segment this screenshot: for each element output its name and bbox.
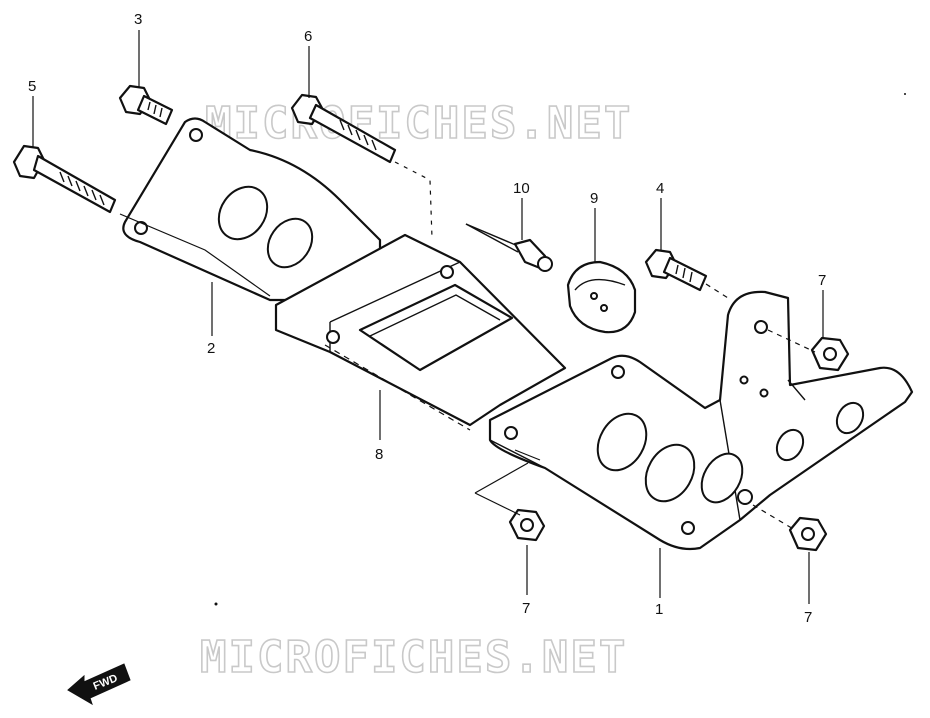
part-10-pin <box>465 223 553 272</box>
forward-arrow-icon <box>67 663 131 706</box>
scan-dot <box>904 93 906 95</box>
callout-2: 2 <box>207 340 215 357</box>
scan-dot <box>214 602 218 606</box>
callout-7-left: 7 <box>522 600 530 617</box>
part-4-bolt <box>644 248 708 292</box>
part-1-lower-bracket <box>488 290 914 551</box>
callout-7-right: 7 <box>804 609 812 626</box>
part-7-nut-upper <box>810 336 850 372</box>
part-7-nut-left <box>508 508 546 542</box>
callout-5: 5 <box>28 78 36 95</box>
callout-7-upper: 7 <box>818 272 826 289</box>
callout-4: 4 <box>656 180 664 197</box>
alignment-lines <box>119 161 816 531</box>
part-5-long-bolt <box>12 144 117 214</box>
watermark-bottom: MICROFICHES.NET <box>200 632 627 683</box>
callout-3: 3 <box>134 11 142 28</box>
part-6-long-bolt <box>290 93 397 164</box>
callout-8: 8 <box>375 446 383 463</box>
watermark-top: MICROFICHES.NET <box>205 98 632 149</box>
callout-1: 1 <box>655 601 663 618</box>
callout-10: 10 <box>513 180 530 197</box>
part-9-rubber-mount <box>566 260 637 334</box>
callout-6: 6 <box>304 28 312 45</box>
part-2-upper-plate <box>122 117 382 302</box>
callout-9: 9 <box>590 190 598 207</box>
part-7-nut-right <box>788 516 828 552</box>
leader-lines <box>32 30 824 604</box>
part-8-spacer-block <box>274 233 567 427</box>
forward-indicator: FWD <box>67 663 131 706</box>
part-3-short-bolt <box>118 84 174 126</box>
